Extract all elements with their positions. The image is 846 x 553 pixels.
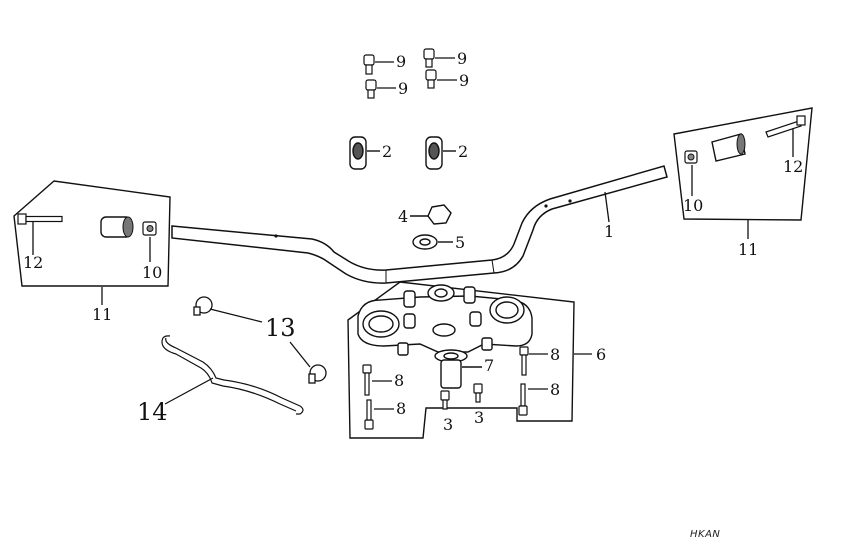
- callout-7: 7: [484, 356, 494, 375]
- upper-holder-right: [425, 136, 456, 170]
- small-screw-1: [440, 390, 450, 410]
- pinch-bolt-3: [519, 346, 548, 376]
- right-grip-weight: [711, 133, 746, 162]
- bar-cap-left: [193, 296, 213, 316]
- callout-6: 6: [596, 345, 606, 364]
- clamp-bolt-d: [425, 69, 457, 89]
- pinch-bolt-2: [364, 399, 394, 430]
- callout-9a: 9: [396, 52, 406, 71]
- callout-9b: 9: [457, 49, 467, 68]
- callout-8d: 8: [396, 399, 406, 418]
- bar-cap-right: [308, 364, 327, 384]
- left-grip-collar: [142, 221, 157, 236]
- stem-washer: [412, 234, 453, 250]
- pinch-bolt-4: [518, 383, 548, 416]
- clamp-bolts: [363, 48, 457, 99]
- callout-8c: 8: [550, 380, 560, 399]
- small-screws: [440, 383, 483, 410]
- left-bar-end-bolt: [17, 213, 63, 225]
- callout-2a: 2: [382, 142, 392, 161]
- callout-14: 14: [137, 398, 168, 426]
- callout-12a: 12: [23, 253, 43, 272]
- callout-13: 13: [265, 314, 296, 342]
- upper-holder-left: [349, 136, 380, 170]
- stem-nut: [410, 204, 452, 225]
- clamp-bolt-b: [423, 48, 455, 68]
- callout-4: 4: [398, 207, 408, 226]
- callout-12b: 12: [783, 157, 803, 176]
- upper-holders: [349, 136, 456, 170]
- callout-5: 5: [455, 233, 465, 252]
- bar-caps: [193, 296, 327, 384]
- right-grip-panel: [673, 107, 813, 239]
- right-grip-collar: [684, 150, 698, 164]
- callout-labels: 1 2 2 3 3 4 5 6 7 8 8 8 8 9 9 9 9 10 10 …: [23, 49, 803, 434]
- callout-10b: 10: [683, 196, 703, 215]
- triple-clamp-panel: [347, 281, 592, 439]
- callout-3b: 3: [474, 408, 484, 427]
- callout-10a: 10: [142, 263, 162, 282]
- callout-11b: 11: [738, 240, 758, 259]
- callout-8a: 8: [550, 345, 560, 364]
- callout-3a: 3: [443, 415, 453, 434]
- callout-1: 1: [604, 222, 614, 241]
- callout-9d: 9: [459, 71, 469, 90]
- small-screw-2: [473, 383, 483, 403]
- watermark-text: HKAN: [690, 529, 721, 540]
- top-triple-clamp: [357, 284, 533, 356]
- callout-11a: 11: [92, 305, 112, 324]
- left-grip-weight: [100, 216, 134, 238]
- handlebar: [171, 165, 668, 284]
- pinch-bolts: [362, 346, 548, 430]
- pinch-bolt-1: [362, 364, 392, 396]
- left-grip-panel: [13, 180, 171, 305]
- callout-9c: 9: [398, 79, 408, 98]
- brace-bar: [161, 335, 304, 415]
- stem-tube: [434, 349, 482, 389]
- right-bar-end-bolt: [765, 115, 806, 138]
- clamp-bolt-c: [365, 79, 396, 99]
- callout-2b: 2: [458, 142, 468, 161]
- callout-8b: 8: [394, 371, 404, 390]
- clamp-bolt-a: [363, 54, 394, 75]
